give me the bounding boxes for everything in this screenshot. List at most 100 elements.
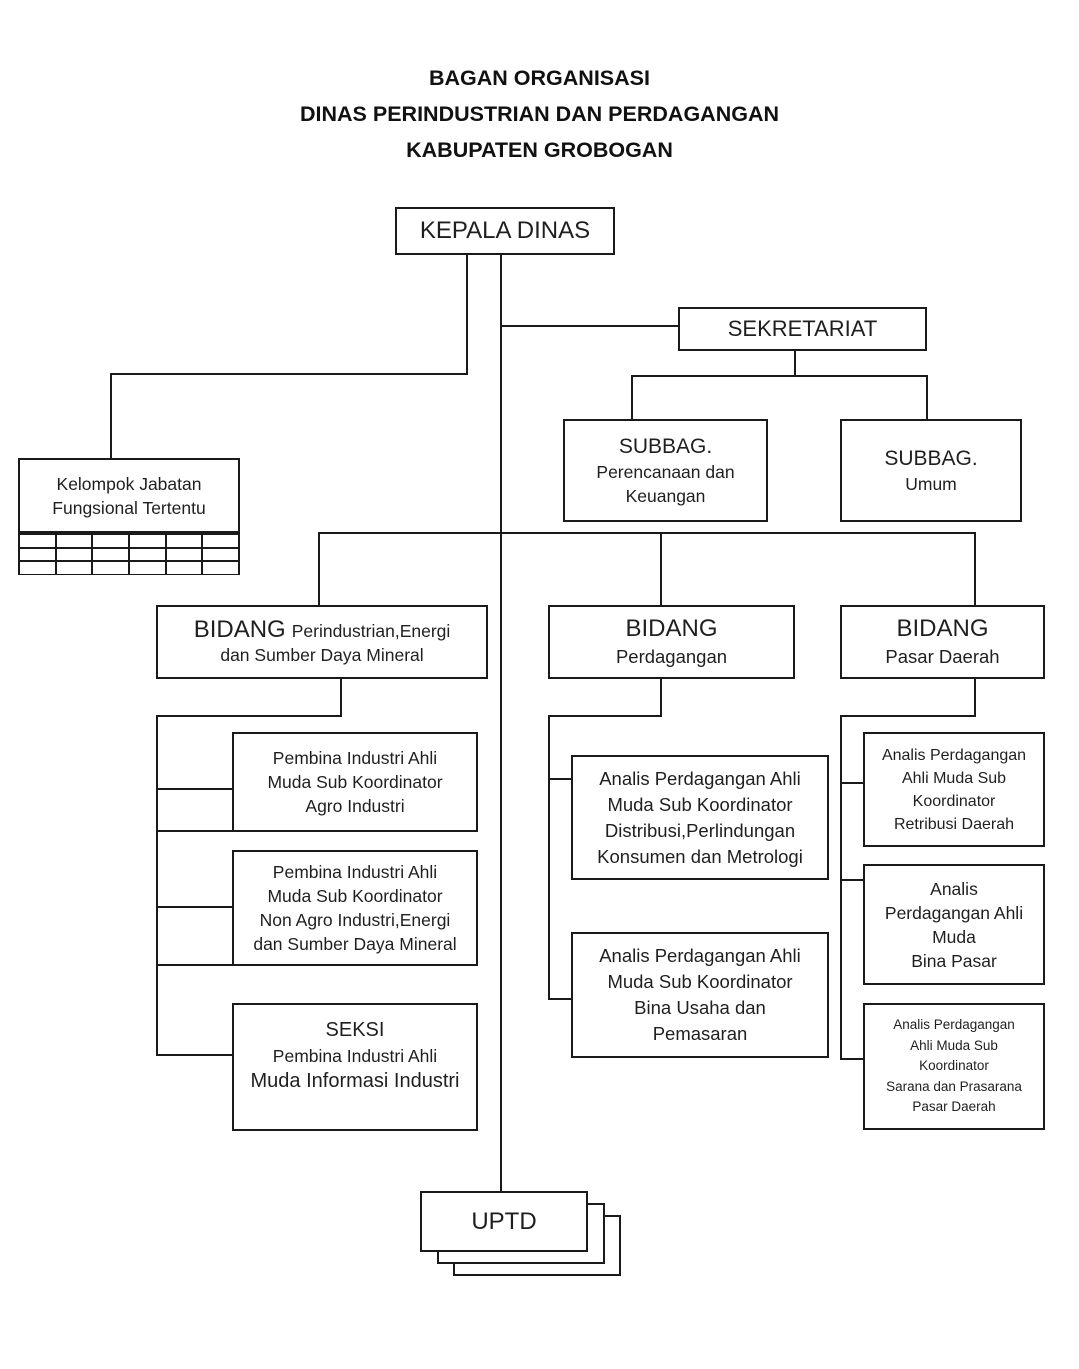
node-line: Muda Informasi Industri xyxy=(250,1070,460,1092)
node-title: BIDANG xyxy=(896,615,989,642)
node-label: SEKRETARIAT xyxy=(727,316,878,341)
connector-right-jog-horizontal xyxy=(840,715,976,717)
node-line: Retribusi Daerah xyxy=(893,815,1015,833)
connector-left-stub2 xyxy=(156,906,234,908)
node-sekretariat: SEKRETARIAT xyxy=(678,307,927,351)
node-title: BIDANG xyxy=(625,615,718,642)
connector-left-trunk xyxy=(156,715,158,1056)
node-line: Koordinator xyxy=(912,792,996,810)
node-line: Kelompok Jabatan xyxy=(56,473,202,494)
connector-subbag2-drop xyxy=(926,375,928,419)
node-line: Non Agro Industri,Energi xyxy=(259,910,451,930)
connector-subbag1-drop xyxy=(631,375,633,419)
connector-left-jog-horizontal xyxy=(156,715,342,717)
node-line: Analis Perdagangan xyxy=(881,746,1027,764)
node-mid-sub1: Analis Perdagangan Ahli Muda Sub Koordin… xyxy=(571,755,829,880)
title-line-1: BAGAN ORGANISASI xyxy=(429,66,650,90)
connector-mid-trunk xyxy=(548,715,550,1000)
node-line: Muda Sub Koordinator xyxy=(607,971,793,992)
node-title: SUBBAG. xyxy=(618,435,713,458)
node-bidang-pasar: BIDANG Pasar Daerah xyxy=(840,605,1045,679)
node-line: Muda Sub Koordinator xyxy=(607,793,793,815)
node-right-sub3: Analis Perdagangan Ahli Muda Sub Koordin… xyxy=(863,1003,1045,1130)
connector-bidang2-drop xyxy=(660,532,662,605)
node-uptd: UPTD xyxy=(420,1191,588,1252)
connector-mid-jog-drop xyxy=(660,679,662,717)
node-line: Analis Perdagangan Ahli xyxy=(599,767,801,789)
node-line: Keuangan xyxy=(625,486,706,506)
node-line: Pembina Industri Ahli xyxy=(272,748,438,768)
node-line: Pasar Daerah xyxy=(885,646,1000,667)
node-title: SEKSI xyxy=(325,1019,385,1041)
node-title: BIDANG xyxy=(193,615,286,643)
node-kepala-dinas: KEPALA DINAS xyxy=(395,207,615,255)
connector-mid-stub1 xyxy=(548,778,573,780)
node-line: Pasar Daerah xyxy=(912,1099,996,1115)
connector-sekretariat-drop xyxy=(794,350,796,377)
connector-right-stub2 xyxy=(840,879,865,881)
node-line: Muda Sub Koordinator xyxy=(267,772,443,792)
connector-subbag-horizontal xyxy=(631,375,928,377)
connector-sekretariat-branch xyxy=(501,325,678,327)
connector-kepala-left-drop xyxy=(466,255,468,375)
node-line: Koordinator xyxy=(919,1058,989,1074)
connector-bidang3-drop xyxy=(974,532,976,605)
title-line-3: KABUPATEN GROBOGAN xyxy=(406,138,673,162)
node-right-sub1: Analis Perdagangan Ahli Muda Sub Koordin… xyxy=(863,732,1045,847)
connector-bidang1-drop xyxy=(318,532,320,605)
node-line: Bina Usaha dan xyxy=(634,997,766,1018)
connector-left-ext1 xyxy=(156,830,234,832)
title-line-2: DINAS PERINDUSTRIAN DAN PERDAGANGAN xyxy=(300,102,779,126)
node-line: Sarana dan Prasarana xyxy=(886,1078,1022,1094)
connector-right-jog-drop xyxy=(974,679,976,717)
node-mid-sub2: Analis Perdagangan Ahli Muda Sub Koordin… xyxy=(571,932,829,1058)
page-title: BAGAN ORGANISASI DINAS PERINDUSTRIAN DAN… xyxy=(0,60,1079,168)
node-title: SUBBAG. xyxy=(884,447,978,470)
node-line: Pembina Industri Ahli xyxy=(272,862,438,882)
node-seksi-informasi: SEKSI Pembina Industri Ahli Muda Informa… xyxy=(232,1003,478,1131)
node-right-sub2: Analis Perdagangan Ahli Muda Bina Pasar xyxy=(863,864,1045,985)
node-line: Analis xyxy=(930,878,978,899)
node-line: Analis Perdagangan xyxy=(893,1017,1015,1033)
connector-right-trunk xyxy=(840,715,842,1060)
node-line: Ahli Muda Sub xyxy=(901,769,1007,787)
node-line: Ahli Muda Sub xyxy=(910,1037,998,1053)
node-line: Umum xyxy=(905,474,957,494)
connector-left-stub1 xyxy=(156,788,234,790)
node-kelompok-fungsional: Kelompok Jabatan Fungsional Tertentu xyxy=(18,458,240,533)
fungsional-grid xyxy=(18,533,240,575)
node-line: dan Sumber Daya Mineral xyxy=(220,644,424,665)
connector-mid-stub2 xyxy=(548,998,573,1000)
node-line: Muda Sub Koordinator xyxy=(267,886,443,906)
connector-bidang-horizontal xyxy=(318,532,976,534)
node-line: Perencanaan dan xyxy=(596,462,735,482)
node-subbag-umum: SUBBAG. Umum xyxy=(840,419,1022,522)
node-label: UPTD xyxy=(471,1207,537,1235)
connector-right-stub3 xyxy=(840,1058,865,1060)
node-line: Pemasaran xyxy=(652,1023,748,1044)
connector-right-stub1 xyxy=(840,782,865,784)
node-line: Analis Perdagangan Ahli xyxy=(599,945,801,966)
node-line: dan Sumber Daya Mineral xyxy=(253,934,457,954)
node-line: Perdagangan Ahli xyxy=(884,902,1024,923)
connector-mid-jog-horizontal xyxy=(548,715,662,717)
node-label: KEPALA DINAS xyxy=(419,217,591,244)
node-line: Pembina Industri Ahli xyxy=(272,1046,438,1066)
node-subbag-perencanaan: SUBBAG. Perencanaan dan Keuangan xyxy=(563,419,768,522)
connector-left-stub3 xyxy=(156,1054,234,1056)
connector-kelompok-horizontal xyxy=(110,373,468,375)
connector-main-trunk xyxy=(500,255,502,1192)
connector-left-jog-drop xyxy=(340,679,342,717)
node-line: Distribusi,Perlindungan xyxy=(604,819,796,841)
connector-left-ext2 xyxy=(156,964,234,966)
node-line: Agro Industri xyxy=(305,796,405,816)
node-line: Perdagangan xyxy=(615,646,728,667)
connector-kelompok-drop xyxy=(110,373,112,459)
node-title-suffix: Perindustrian,Energi xyxy=(291,620,451,641)
node-line: Konsumen dan Metrologi xyxy=(597,845,803,867)
node-left-sub1: Pembina Industri Ahli Muda Sub Koordinat… xyxy=(232,732,478,832)
node-bidang-perdagangan: BIDANG Perdagangan xyxy=(548,605,795,679)
node-line: Bina Pasar xyxy=(911,950,997,971)
